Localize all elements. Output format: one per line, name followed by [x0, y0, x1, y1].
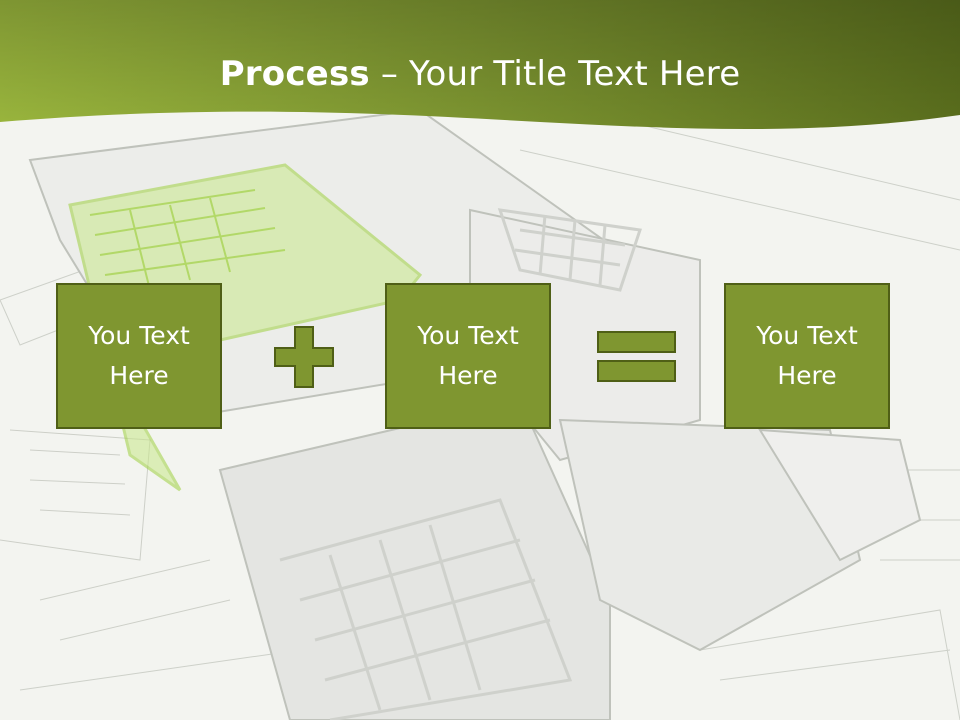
- process-box-3[interactable]: You Text Here: [724, 283, 890, 429]
- process-box-2-text: You Text Here: [417, 321, 519, 390]
- process-box-3-text: You Text Here: [756, 321, 858, 390]
- process-box-1-text: You Text Here: [88, 321, 190, 390]
- title-rest: – Your Title Text Here: [369, 54, 741, 94]
- plus-icon: [274, 326, 334, 388]
- equals-icon: [597, 331, 676, 382]
- title-bold: Process: [219, 54, 370, 94]
- process-box-2[interactable]: You Text Here: [385, 283, 551, 429]
- process-box-1[interactable]: You Text Here: [56, 283, 222, 429]
- slide-title: Process – Your Title Text Here: [0, 54, 960, 94]
